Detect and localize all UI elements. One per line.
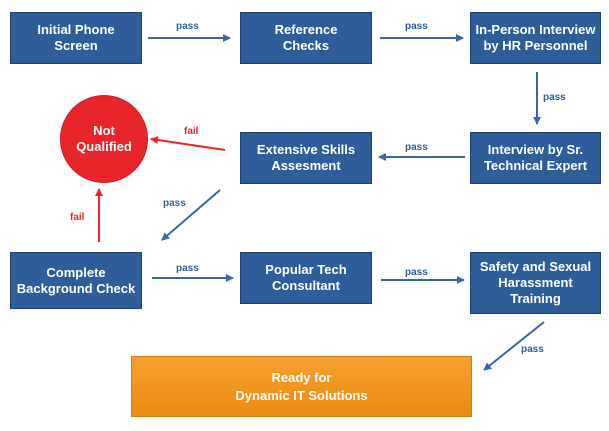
node-interview-sr-technical: Interview by Sr. Technical Expert	[470, 132, 601, 184]
edge-label-pass: pass	[543, 92, 566, 103]
node-extensive-skills: Extensive Skills Assesment	[240, 132, 372, 184]
node-label: Popular Tech Consultant	[265, 262, 347, 293]
node-label: Not Qualified	[76, 123, 132, 154]
edge-label-fail: fail	[184, 126, 199, 137]
edge-label-pass: pass	[405, 267, 428, 278]
node-in-person-interview: In-Person Interview by HR Personnel	[470, 12, 601, 64]
edge-label-pass: pass	[163, 198, 186, 209]
arrow-skills-to-background	[161, 189, 221, 241]
arrow-safety-to-ready	[483, 321, 545, 371]
node-ready: Ready for Dynamic IT Solutions	[131, 356, 472, 417]
arrow-skills-to-not-qualified	[150, 136, 226, 151]
edge-label-pass: pass	[521, 344, 544, 355]
edge-label-fail: fail	[70, 212, 85, 223]
node-label: Ready for Dynamic IT Solutions	[235, 369, 368, 403]
node-label: Initial Phone Screen	[37, 22, 115, 53]
node-label: Safety and Sexual Harassment Training	[479, 259, 592, 306]
node-safety-training: Safety and Sexual Harassment Training	[470, 252, 601, 314]
node-label: Reference Checks	[274, 22, 338, 53]
edge-label-pass: pass	[176, 263, 199, 274]
node-label: Interview by Sr. Technical Expert	[483, 142, 588, 173]
node-background-check: Complete Background Check	[10, 252, 142, 309]
edge-label-pass: pass	[405, 21, 428, 32]
node-tech-consultant: Popular Tech Consultant	[240, 252, 372, 304]
node-not-qualified: Not Qualified	[61, 96, 147, 182]
node-label: Complete Background Check	[16, 264, 136, 296]
edge-label-pass: pass	[176, 21, 199, 32]
edge-label-pass: pass	[405, 142, 428, 153]
node-label: In-Person Interview by HR Personnel	[475, 22, 596, 53]
node-initial-phone-screen: Initial Phone Screen	[10, 12, 142, 64]
node-label: Extensive Skills Assesment	[256, 142, 356, 173]
node-reference-checks: Reference Checks	[240, 12, 372, 64]
